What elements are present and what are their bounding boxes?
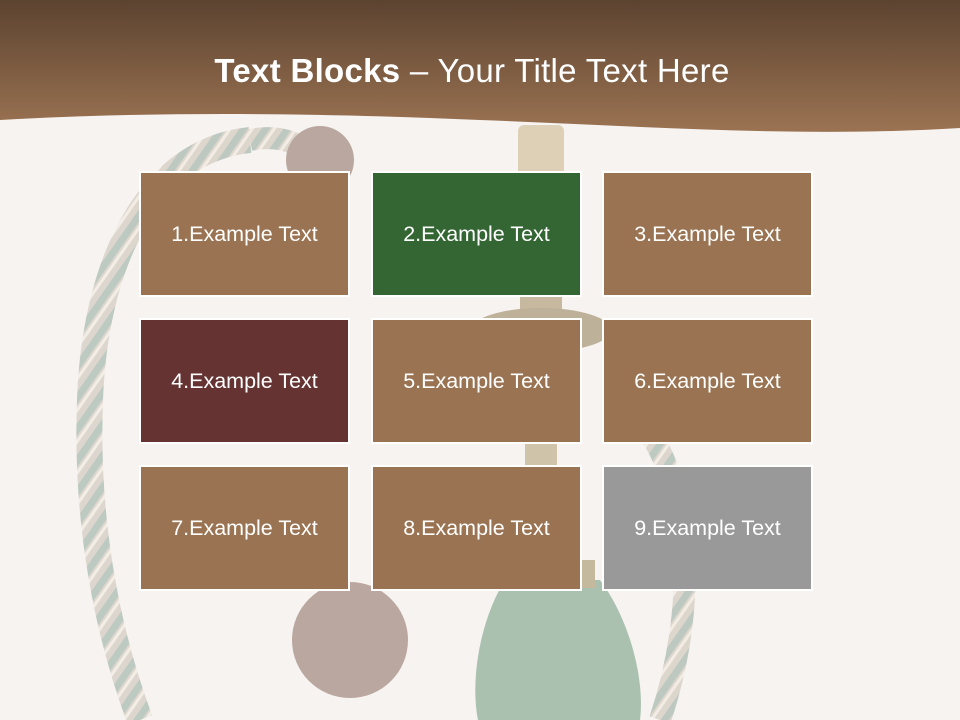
text-block-label: 6.Example Text [634, 368, 781, 393]
text-block-4[interactable]: 4.Example Text [139, 318, 350, 444]
text-block-9[interactable]: 9.Example Text [602, 465, 813, 591]
text-block-label: 5.Example Text [403, 368, 550, 393]
text-block-label: 9.Example Text [634, 515, 781, 540]
title-rest-text: Your Title Text Here [437, 52, 730, 89]
text-block-6[interactable]: 6.Example Text [602, 318, 813, 444]
text-block-7[interactable]: 7.Example Text [139, 465, 350, 591]
slide-title: Text Blocks – Your Title Text Here [0, 52, 944, 90]
text-block-5[interactable]: 5.Example Text [371, 318, 582, 444]
text-block-8[interactable]: 8.Example Text [371, 465, 582, 591]
text-block-label: 7.Example Text [171, 515, 318, 540]
text-block-label: 8.Example Text [403, 515, 550, 540]
text-block-label: 1.Example Text [171, 221, 318, 246]
text-block-label: 3.Example Text [634, 221, 781, 246]
text-block-1[interactable]: 1.Example Text [139, 171, 350, 297]
text-block-3[interactable]: 3.Example Text [602, 171, 813, 297]
text-block-2[interactable]: 2.Example Text [371, 171, 582, 297]
text-block-label: 4.Example Text [171, 368, 318, 393]
header-band [0, 0, 960, 132]
text-block-label: 2.Example Text [403, 221, 550, 246]
title-bold-text: Text Blocks [214, 52, 401, 89]
title-dash: – [400, 52, 438, 89]
